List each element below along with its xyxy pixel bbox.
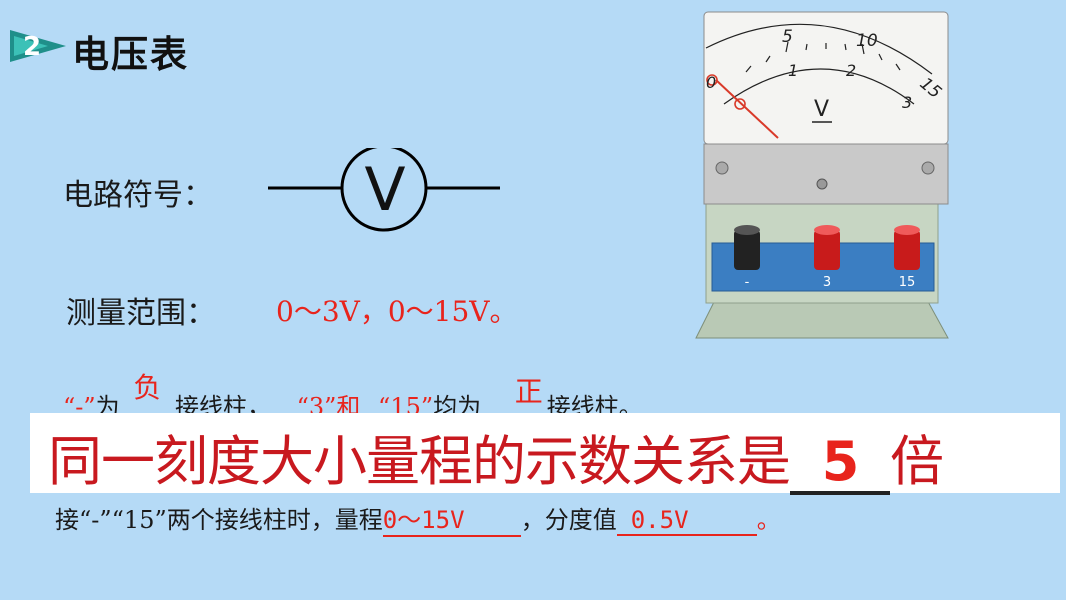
- answer-positive: 正: [514, 375, 543, 408]
- voltmeter-illustration: 5 10 15 0 1 2 3 V - 3 15: [695, 11, 949, 339]
- section-title: 电压表: [72, 33, 189, 76]
- terminal-label-15: 15: [899, 275, 916, 290]
- division-fill: 0.5V: [616, 506, 757, 536]
- scale-lower-1: 1: [788, 61, 798, 80]
- range-label: 测量范围：: [66, 296, 216, 331]
- scale-lower-0: 0: [706, 73, 716, 92]
- terminal-negative: [734, 225, 760, 270]
- terminal-label-3: 3: [823, 275, 831, 290]
- meter-unit: V: [814, 97, 829, 122]
- range-fill: 0～15V: [382, 500, 521, 537]
- terminal-15: [894, 225, 920, 270]
- banner-answer: 5: [790, 433, 890, 495]
- banner-text: 同一刻度大小量程的示数关系是: [48, 430, 791, 493]
- answer-negative: 负: [133, 371, 162, 404]
- section-number: 2: [23, 32, 41, 62]
- quote-minus: “-”: [79, 506, 112, 534]
- section-number-icon: 2: [10, 30, 66, 62]
- symbol-label: 电路符号：: [63, 178, 213, 213]
- scale-upper-10: 10: [856, 31, 878, 51]
- symbol-letter: V: [364, 155, 405, 225]
- scale-lower-2: 2: [846, 61, 856, 80]
- scale-upper-5: 5: [782, 27, 793, 47]
- scale-lower-3: 3: [902, 93, 912, 112]
- range-value: 0～3V，0～15V。: [276, 295, 518, 328]
- terminal-3: [814, 225, 840, 270]
- quote-15: “15”: [111, 506, 167, 534]
- voltmeter-symbol: V: [268, 148, 500, 232]
- terminal-label-neg: -: [745, 275, 750, 290]
- banner-suffix: 倍: [890, 430, 944, 493]
